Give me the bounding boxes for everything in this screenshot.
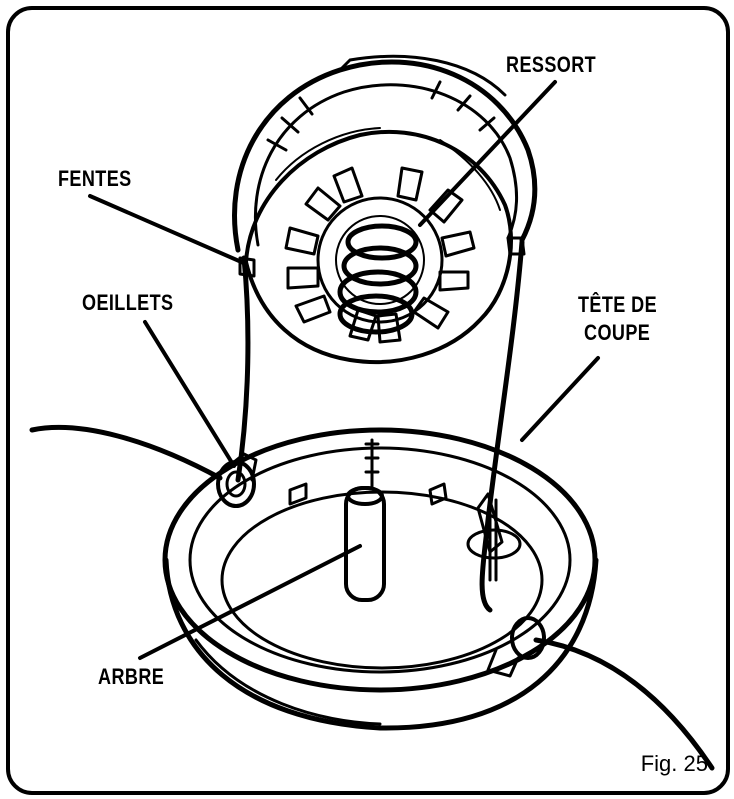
label-ressort: RESSORT <box>506 52 597 77</box>
leader-fentes <box>88 194 248 266</box>
clip-left <box>238 256 256 278</box>
figure-frame <box>6 6 730 795</box>
line-retainer <box>466 492 522 582</box>
label-tete-de-coupe-line1: TÊTE DE <box>578 292 658 317</box>
tab-left <box>288 482 308 506</box>
leader-oeillets <box>143 320 236 468</box>
eyelet-left <box>216 452 258 508</box>
figure-caption: Fig. 25 <box>640 751 708 776</box>
spool-disk <box>244 127 513 365</box>
label-tete-de-coupe-line2: COUPE <box>584 320 651 345</box>
label-oeillets: OEILLETS <box>82 290 174 315</box>
cutting-head-bowl <box>162 427 599 731</box>
label-arbre: ARBRE <box>98 664 165 689</box>
eyelet-right <box>486 616 546 678</box>
spring <box>337 223 419 335</box>
leader-tete-de-coupe <box>520 356 600 442</box>
label-fentes: FENTES <box>58 166 132 191</box>
leader-ressort <box>418 80 557 227</box>
clip-right <box>506 236 526 256</box>
spool-cover <box>232 54 538 253</box>
cutting-line <box>29 239 715 771</box>
tab-right <box>428 482 448 506</box>
shaft <box>344 438 386 602</box>
leader-arbre <box>138 544 362 660</box>
